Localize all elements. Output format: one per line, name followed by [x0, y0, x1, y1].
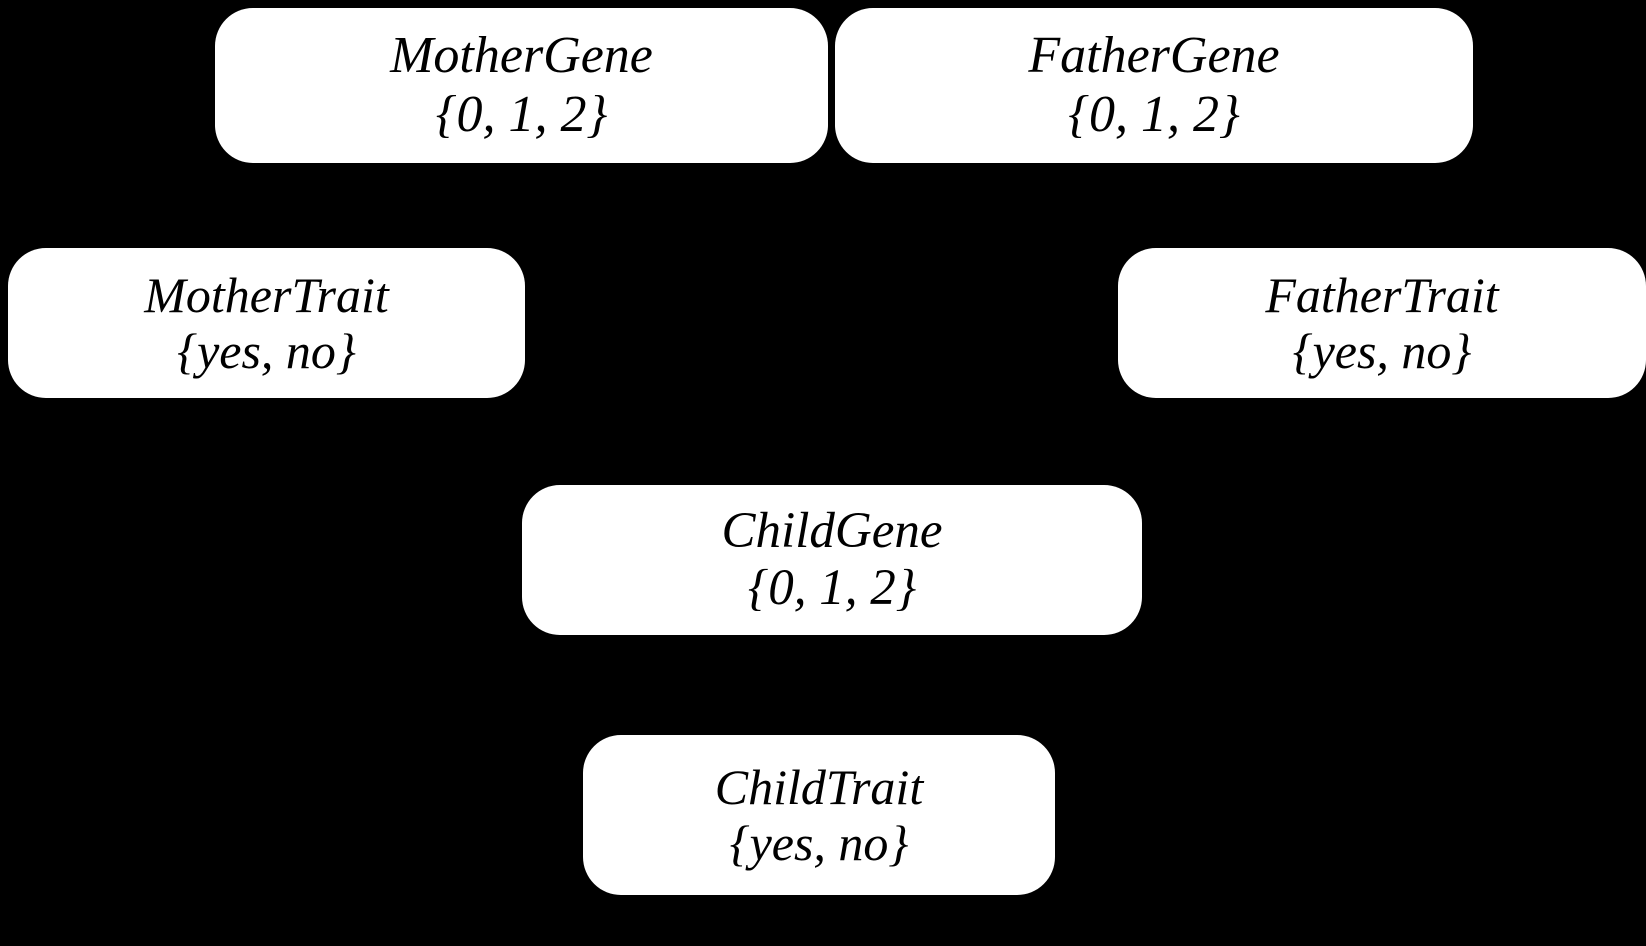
node-mother-gene[interactable]: MotherGene {0, 1, 2}	[215, 8, 828, 163]
node-father-gene-domain: {0, 1, 2}	[1068, 85, 1240, 143]
node-mother-gene-domain: {0, 1, 2}	[435, 85, 608, 143]
node-child-gene-domain: {0, 1, 2}	[747, 560, 917, 616]
node-father-trait-domain: {yes, no}	[1292, 323, 1472, 379]
edge-father-gene-to-child-gene	[919, 162, 1081, 486]
edge-mother-gene-to-child-gene	[599, 162, 761, 486]
node-father-trait[interactable]: FatherTrait {yes, no}	[1118, 248, 1646, 398]
node-child-trait-label: ChildTrait	[714, 759, 924, 815]
node-child-gene[interactable]: ChildGene {0, 1, 2}	[522, 485, 1142, 635]
node-mother-gene-label: MotherGene	[390, 27, 653, 85]
node-father-trait-label: FatherTrait	[1265, 267, 1499, 323]
edge-mother-gene-to-mother-trait	[299, 162, 401, 249]
node-father-gene[interactable]: FatherGene {0, 1, 2}	[835, 8, 1473, 163]
node-mother-trait-label: MotherTrait	[144, 267, 389, 323]
node-father-gene-label: FatherGene	[1028, 27, 1280, 85]
node-mother-trait-domain: {yes, no}	[177, 323, 356, 379]
node-child-trait-domain: {yes, no}	[729, 815, 909, 871]
edge-child-gene-to-child-trait	[819, 634, 831, 736]
edge-father-gene-to-father-trait	[1249, 162, 1351, 249]
node-mother-trait[interactable]: MotherTrait {yes, no}	[8, 248, 525, 398]
node-child-trait[interactable]: ChildTrait {yes, no}	[583, 735, 1055, 895]
node-child-gene-label: ChildGene	[721, 502, 943, 559]
